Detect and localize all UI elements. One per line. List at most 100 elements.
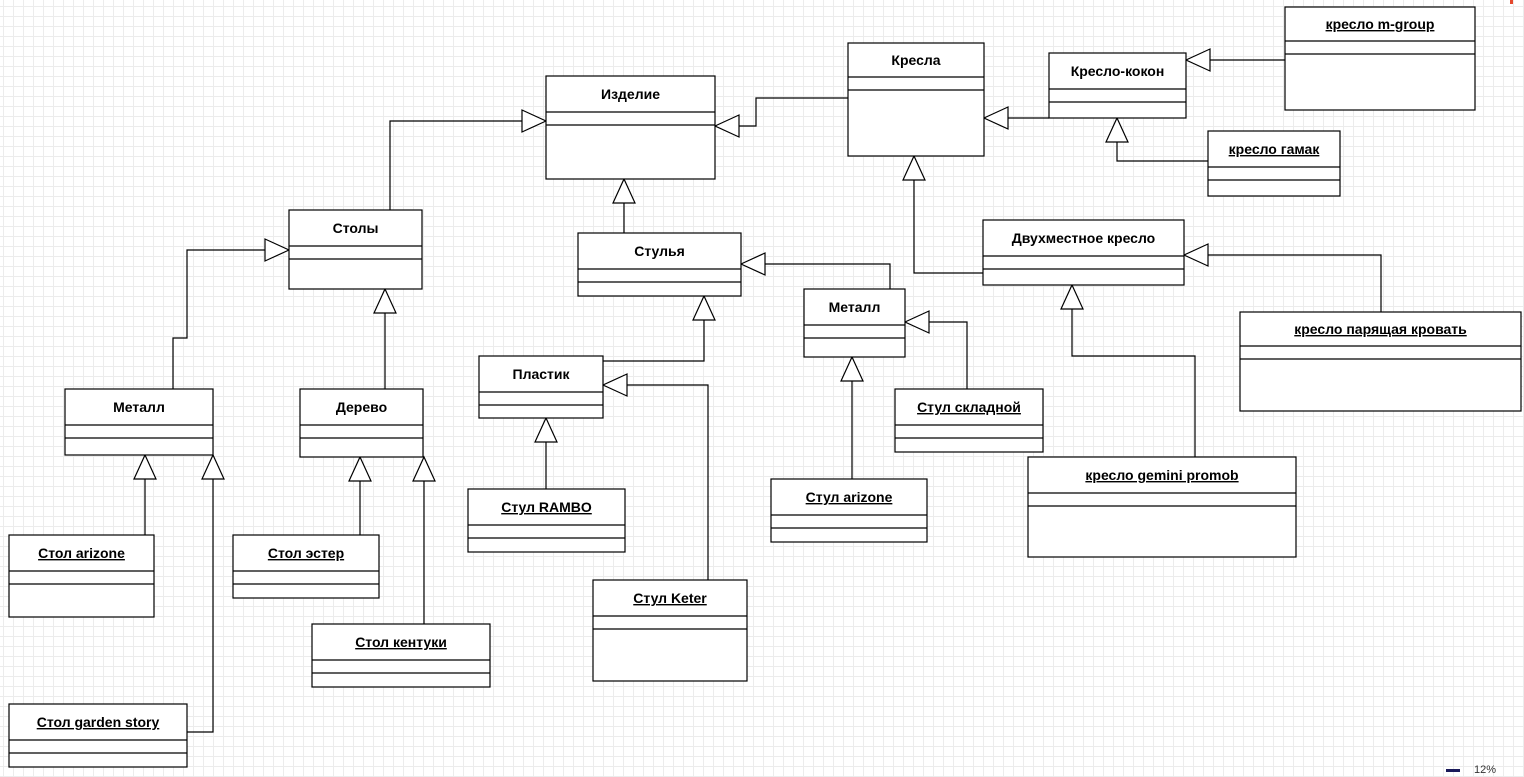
class-box-stoly[interactable]: Столы [288, 209, 423, 290]
class-box-frame [1284, 6, 1476, 111]
generalization-stulya-to-izdelie[interactable] [612, 177, 636, 233]
inheritance-arrowhead-icon [534, 416, 558, 443]
inheritance-arrowhead-icon [1105, 116, 1129, 143]
class-box-kreslo-gemini-promob[interactable]: кресло gemini promob [1027, 456, 1297, 558]
generalization-stul-skladnoy-to-stulya-metall[interactable] [903, 310, 968, 389]
class-box-kreslo-gamak[interactable]: кресло гамак [1207, 130, 1341, 197]
class-name: Двухместное кресло [1012, 230, 1155, 246]
generalization-kreslo-kokon-to-kresla[interactable] [982, 106, 1049, 130]
class-box-stul-skladnoy[interactable]: Стул складной [894, 388, 1044, 453]
generalization-derevo-to-stoly[interactable] [373, 287, 397, 389]
class-box-stul-keter[interactable]: Стул Keter [592, 579, 748, 682]
generalization-line[interactable] [603, 320, 705, 362]
generalization-stul-keter-to-plastik[interactable] [601, 373, 709, 580]
generalization-line[interactable] [765, 263, 891, 289]
class-box-dvuhmestnoe-kreslo[interactable]: Двухместное кресло [982, 219, 1185, 286]
class-name: Столы [333, 220, 379, 236]
generalization-kreslo-gamak-to-kreslo-kokon[interactable] [1105, 116, 1208, 162]
class-box-frame [770, 478, 928, 543]
class-name: кресло гамак [1229, 141, 1321, 157]
generalization-kreslo-gemini-promob-to-dvuhmestnoe-kreslo[interactable] [1060, 283, 1196, 457]
generalization-kresla-to-izdelie[interactable] [713, 97, 848, 138]
zoom-out-icon[interactable] [1445, 768, 1460, 772]
class-box-stoly-metall[interactable]: Металл [64, 388, 214, 456]
class-box-stul-arizone[interactable]: Стул arizone [770, 478, 928, 543]
inheritance-arrowhead-icon [1182, 243, 1209, 267]
generalization-line[interactable] [913, 180, 983, 274]
inheritance-arrowhead-icon [612, 177, 636, 204]
class-name: кресло m-group [1326, 16, 1435, 32]
generalization-line[interactable] [739, 97, 848, 127]
class-box-derevo[interactable]: Дерево [299, 388, 424, 458]
class-box-stol-ester[interactable]: Стол эстер [232, 534, 380, 599]
class-box-frame [1239, 311, 1522, 412]
inheritance-arrowhead-icon [201, 453, 225, 480]
zoom-level: 12% [1473, 764, 1496, 776]
class-box-frame [592, 579, 748, 682]
class-box-stol-garden-story[interactable]: Стол garden story [8, 703, 188, 768]
class-name: Стол arizone [38, 545, 125, 561]
class-box-frame [288, 209, 423, 290]
inheritance-arrowhead-icon [348, 455, 372, 482]
generalization-line[interactable] [1071, 309, 1196, 457]
generalization-line[interactable] [187, 479, 214, 733]
zoom-control[interactable]: 12% [1445, 763, 1496, 777]
class-box-stulya[interactable]: Стулья [577, 232, 742, 297]
generalization-line[interactable] [1208, 254, 1382, 312]
class-name: Стул складной [917, 399, 1021, 415]
inheritance-arrowhead-icon [739, 252, 766, 276]
inheritance-arrowhead-icon [840, 355, 864, 382]
inheritance-arrowhead-icon [133, 453, 157, 480]
class-box-frame [847, 42, 985, 157]
class-box-kreslo-kokon[interactable]: Кресло-кокон [1048, 52, 1187, 119]
class-name: Металл [113, 399, 165, 415]
generalization-kreslo-m-group-to-kreslo-kokon[interactable] [1184, 48, 1285, 72]
generalization-line[interactable] [929, 321, 968, 389]
class-box-frame [894, 388, 1044, 453]
class-name: Стул Keter [633, 590, 707, 606]
class-box-frame [982, 219, 1185, 286]
inheritance-arrowhead-icon [902, 154, 926, 181]
class-box-kresla[interactable]: Кресла [847, 42, 985, 157]
class-name: Дерево [336, 399, 387, 415]
generalization-stoly-metall-to-stoly[interactable] [172, 238, 291, 389]
generalization-line[interactable] [627, 384, 709, 580]
generalization-stul-arizone-to-stulya-metall[interactable] [840, 355, 864, 479]
class-name: Металл [829, 299, 881, 315]
class-box-frame [232, 534, 380, 599]
generalization-stol-kentuki-to-derevo[interactable] [412, 455, 436, 624]
class-name: Кресла [891, 52, 940, 68]
class-box-plastik[interactable]: Пластик [478, 355, 604, 419]
class-box-frame [1027, 456, 1297, 558]
generalization-stul-rambo-to-plastik[interactable] [534, 416, 558, 489]
class-box-frame [478, 355, 604, 419]
red-marker [1510, 0, 1513, 4]
inheritance-arrowhead-icon [982, 106, 1009, 130]
class-box-kreslo-paryashchaya-krovat[interactable]: кресло парящая кровать [1239, 311, 1522, 412]
generalization-dvuhmestnoe-kreslo-to-kresla[interactable] [902, 154, 983, 274]
generalization-line[interactable] [172, 249, 265, 389]
class-box-frame [311, 623, 491, 688]
inheritance-arrowhead-icon [903, 310, 930, 334]
class-name: кресло gemini promob [1085, 467, 1238, 483]
generalization-kreslo-paryashchaya-krovat-to-dvuhmestnoe-kreslo[interactable] [1182, 243, 1382, 312]
class-box-frame [8, 703, 188, 768]
class-box-izdelie[interactable]: Изделие [545, 75, 716, 180]
class-box-kreslo-m-group[interactable]: кресло m-group [1284, 6, 1476, 111]
generalization-stulya-metall-to-stulya[interactable] [739, 252, 891, 289]
generalization-line[interactable] [389, 120, 522, 210]
class-box-stulya-metall[interactable]: Металл [803, 288, 906, 358]
generalization-stoly-to-izdelie[interactable] [389, 109, 548, 210]
class-box-stol-arizone[interactable]: Стол arizone [8, 534, 155, 618]
class-box-stul-rambo[interactable]: Стул RAMBO [467, 488, 626, 553]
generalization-plastik-to-stulya[interactable] [603, 294, 716, 362]
class-box-frame [64, 388, 214, 456]
generalization-stol-garden-story-to-stoly-metall[interactable] [187, 453, 225, 733]
class-box-stol-kentuki[interactable]: Стол кентуки [311, 623, 491, 688]
generalization-stol-arizone-to-stoly-metall[interactable] [133, 453, 157, 535]
class-box-frame [299, 388, 424, 458]
inheritance-arrowhead-icon [1184, 48, 1211, 72]
generalization-line[interactable] [1116, 142, 1208, 162]
inheritance-arrowhead-icon [713, 114, 740, 138]
